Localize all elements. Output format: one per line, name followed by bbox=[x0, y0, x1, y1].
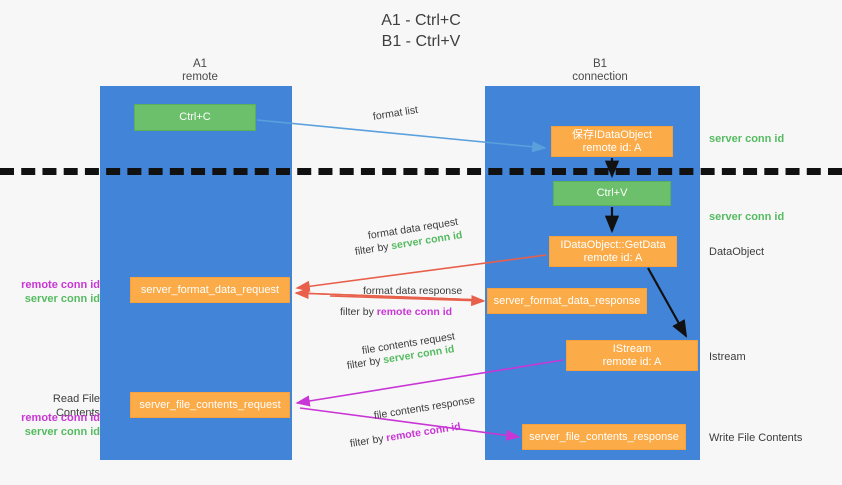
box-server-file-contents-request: server_file_contents_request bbox=[130, 392, 290, 418]
filter-prefix: filter by bbox=[349, 432, 388, 450]
filter-prefix: filter by bbox=[340, 306, 377, 318]
annotation-format-data-response-filter: filter by remote conn id bbox=[340, 305, 452, 319]
label-server-conn-id-mid: server conn id bbox=[709, 211, 785, 223]
box-ctrl-c: Ctrl+C bbox=[134, 104, 256, 131]
box-ctrl-v: Ctrl+V bbox=[553, 181, 671, 206]
annotation-file-contents-response: file contents response bbox=[373, 394, 476, 422]
divider-dashed bbox=[0, 168, 842, 175]
column-header-a1: A1 remote bbox=[182, 58, 218, 83]
label-left-conn-ids-bottom: remote conn id server conn id bbox=[8, 411, 100, 439]
annotation-format-list: format list bbox=[372, 103, 419, 123]
box-istream: IStream remote id: A bbox=[566, 340, 698, 371]
label-remote-conn-id-bottom: remote conn id bbox=[21, 412, 100, 424]
label-server-conn-id-left-mid: server conn id bbox=[24, 293, 100, 305]
label-dataobject: DataObject bbox=[709, 246, 765, 258]
filter-prefix: filter by bbox=[346, 354, 385, 372]
label-remote-conn-id-mid: remote conn id bbox=[21, 279, 100, 291]
label-read-file-contents: Read File Contents bbox=[52, 393, 100, 419]
filter-prefix: filter by bbox=[354, 240, 393, 258]
filter-value-remote-conn-id: remote conn id bbox=[376, 306, 453, 318]
page-title: A1 - Ctrl+C B1 - Ctrl+V bbox=[381, 12, 461, 50]
label-server-conn-id-left-bottom: server conn id bbox=[24, 426, 100, 438]
column-header-b1: B1 connection bbox=[572, 58, 628, 83]
box-server-format-data-response: server_format_data_response bbox=[487, 288, 647, 314]
annotation-format-data-response: format data response bbox=[363, 285, 463, 297]
box-server-file-contents-response: server_file_contents_response bbox=[522, 424, 686, 450]
box-server-format-data-request: server_format_data_request bbox=[130, 277, 290, 303]
label-istream: Istream bbox=[709, 351, 746, 363]
label-write-file-contents: Write File Contents bbox=[709, 432, 803, 444]
label-left-conn-ids-mid: remote conn id server conn id bbox=[8, 278, 100, 306]
box-idataobject-getdata: IDataObject::GetData remote id: A bbox=[549, 236, 677, 267]
label-server-conn-id-top: server conn id bbox=[709, 133, 785, 145]
filter-value-remote-conn-id: remote conn id bbox=[385, 420, 462, 445]
box-idataobject: 保存IDataObject remote id: A bbox=[551, 126, 673, 157]
annotation-file-contents-response-filter: filter by remote conn id bbox=[349, 420, 462, 451]
